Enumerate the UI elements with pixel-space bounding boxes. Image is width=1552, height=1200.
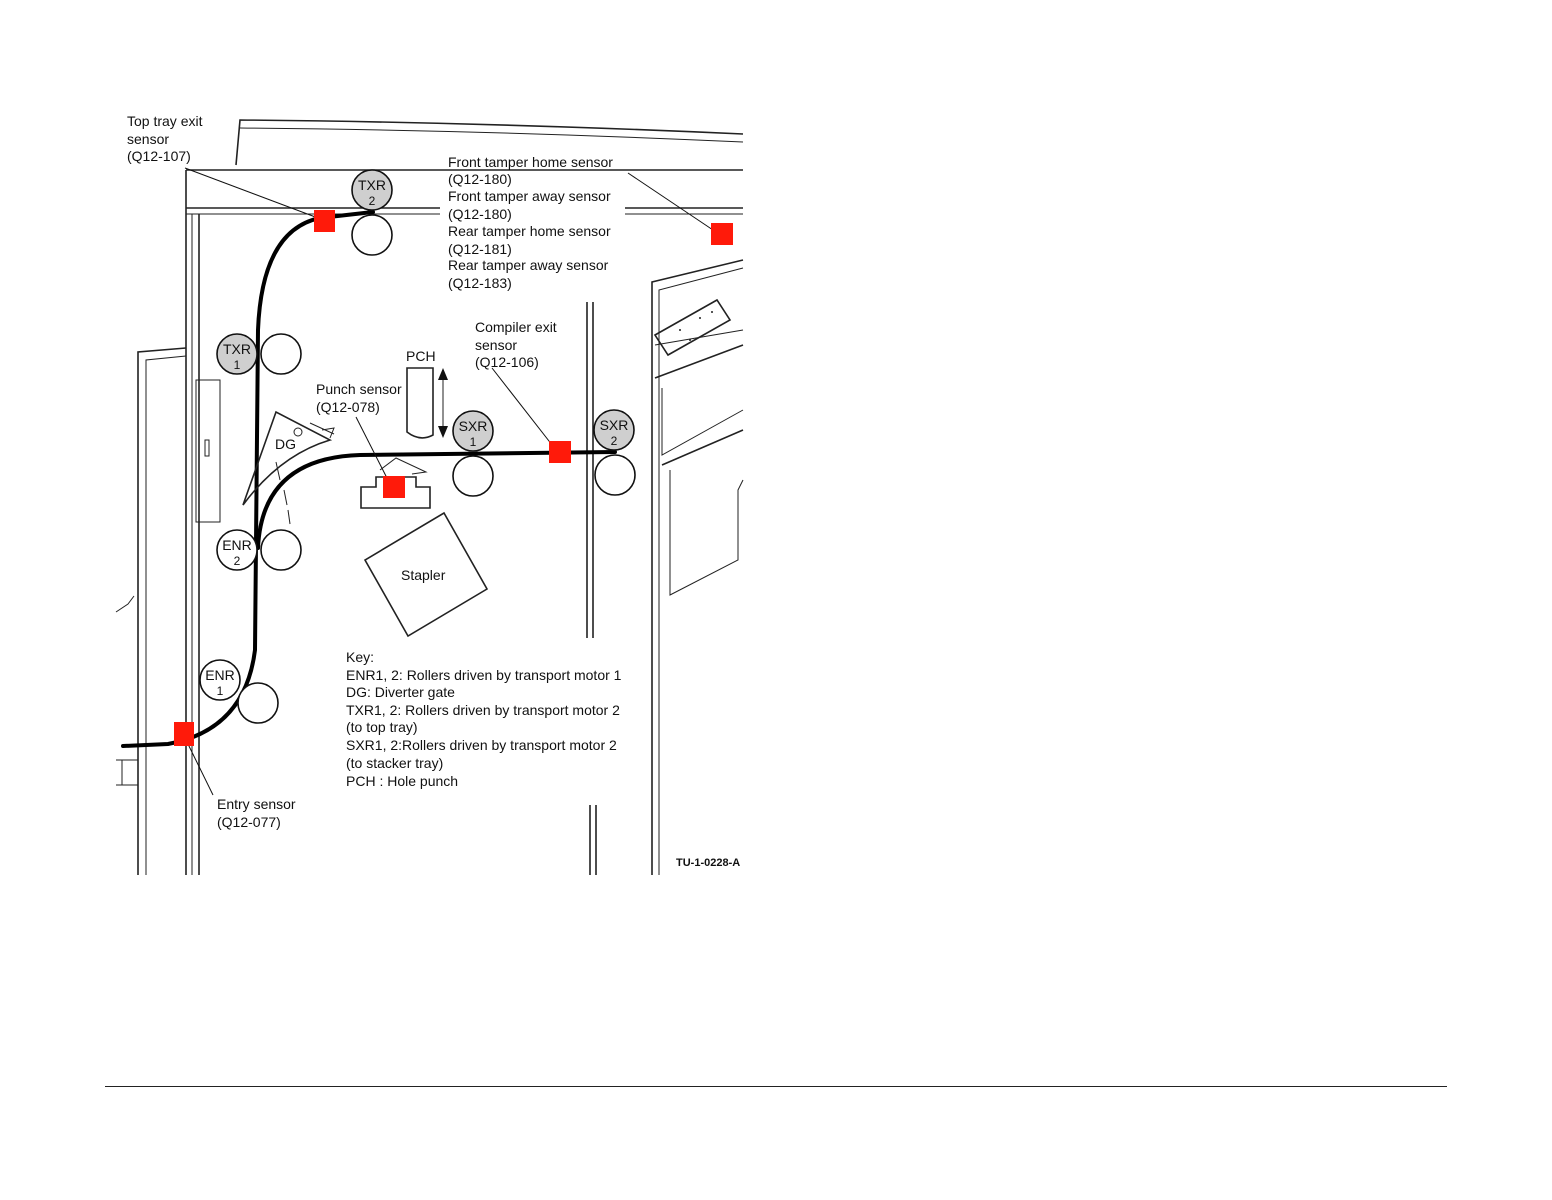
enr2-number: 2 — [234, 554, 241, 568]
top-tray-exit-sensor — [314, 210, 335, 232]
entry-sensor — [174, 722, 194, 746]
enr2-idler-roller — [260, 529, 302, 571]
punch-sensor — [383, 476, 405, 498]
key-line-5: SXR1, 2:Rollers driven by transport moto… — [346, 737, 617, 753]
top-tray-exit-label-3: (Q12-107) — [127, 148, 191, 164]
punch-die — [360, 476, 431, 509]
key-legend: Key: ENR1, 2: Rollers driven by transpor… — [346, 649, 622, 789]
rollers: TXR 2 TXR 1 SXR 1 SXR 2 ENR 2 ENR 1 — [199, 169, 636, 724]
sensors — [174, 210, 733, 746]
key-line-4: (to top tray) — [346, 719, 418, 735]
sxr2-number: 2 — [611, 434, 618, 448]
key-line-1: ENR1, 2: Rollers driven by transport mot… — [346, 667, 622, 683]
txr1-roller — [216, 333, 258, 375]
sxr1-roller — [452, 410, 494, 452]
finisher-housing — [115, 119, 744, 875]
hole-punch: PCH — [406, 348, 448, 439]
leader-lines — [184, 167, 717, 796]
compiler-exit-label-1: Compiler exit — [475, 319, 557, 335]
compiler-exit-label-3: (Q12-106) — [475, 354, 539, 370]
top-tray-exit-label-1: Top tray exit — [127, 113, 203, 129]
compiler-exit-label-2: sensor — [475, 337, 517, 353]
front-tamper-away-code: (Q12-180) — [448, 206, 512, 222]
figure-id: TU-1-0228-A — [676, 857, 740, 869]
sxr2-idler-roller — [594, 454, 636, 496]
key-title: Key: — [346, 649, 374, 665]
stapler-label: Stapler — [401, 567, 446, 583]
txr1-number: 1 — [234, 358, 241, 372]
punch-sensor-label-1: Punch sensor — [316, 381, 402, 397]
sxr1-name: SXR — [459, 418, 488, 434]
sxr1-idler-roller — [452, 455, 494, 497]
txr2-name: TXR — [358, 177, 386, 193]
sxr2-name: SXR — [600, 417, 629, 433]
enr1-idler-roller — [237, 682, 279, 724]
paper-path — [121, 210, 617, 748]
callouts: Top tray exit sensor (Q12-107) Front tam… — [127, 113, 740, 869]
key-line-2: DG: Diverter gate — [346, 684, 455, 700]
front-tamper-home-code: (Q12-180) — [448, 171, 512, 187]
enr2-name: ENR — [222, 537, 252, 553]
footer-rule — [105, 1086, 1447, 1087]
rear-tamper-home-label: Rear tamper home sensor — [448, 223, 611, 239]
diverter-gate-label: DG — [275, 436, 296, 452]
sxr2-roller — [593, 409, 635, 451]
enr1-number: 1 — [217, 684, 224, 698]
compiler-exit-sensor — [549, 441, 571, 463]
txr1-idler-roller — [260, 333, 302, 375]
txr2-roller — [351, 169, 393, 211]
entry-sensor-label-2: (Q12-077) — [217, 814, 281, 830]
front-tamper-home-label: Front tamper home sensor — [448, 154, 613, 170]
diverter-gate: DG — [242, 410, 335, 525]
txr2-idler-roller — [351, 214, 393, 256]
key-line-6: (to stacker tray) — [346, 755, 443, 771]
tamper-sensor — [711, 223, 733, 245]
paper-direction-arrow — [379, 457, 428, 475]
txr2-number: 2 — [369, 194, 376, 208]
rear-tamper-away-code: (Q12-183) — [448, 275, 512, 291]
key-line-7: PCH : Hole punch — [346, 773, 458, 789]
rear-tamper-home-code: (Q12-181) — [448, 241, 512, 257]
punch-sensor-label-2: (Q12-078) — [316, 399, 380, 415]
top-tray-exit-label-2: sensor — [127, 131, 169, 147]
entry-sensor-label-1: Entry sensor — [217, 796, 296, 812]
enr1-roller — [199, 659, 241, 701]
txr1-name: TXR — [223, 341, 251, 357]
key-line-3: TXR1, 2: Rollers driven by transport mot… — [346, 702, 620, 718]
stapler: Stapler — [363, 511, 489, 638]
sxr1-number: 1 — [470, 435, 477, 449]
hole-punch-label: PCH — [406, 348, 436, 364]
enr2-roller — [216, 529, 258, 571]
front-tamper-away-label: Front tamper away sensor — [448, 188, 611, 204]
enr1-name: ENR — [205, 667, 235, 683]
rear-tamper-away-label: Rear tamper away sensor — [448, 257, 609, 273]
